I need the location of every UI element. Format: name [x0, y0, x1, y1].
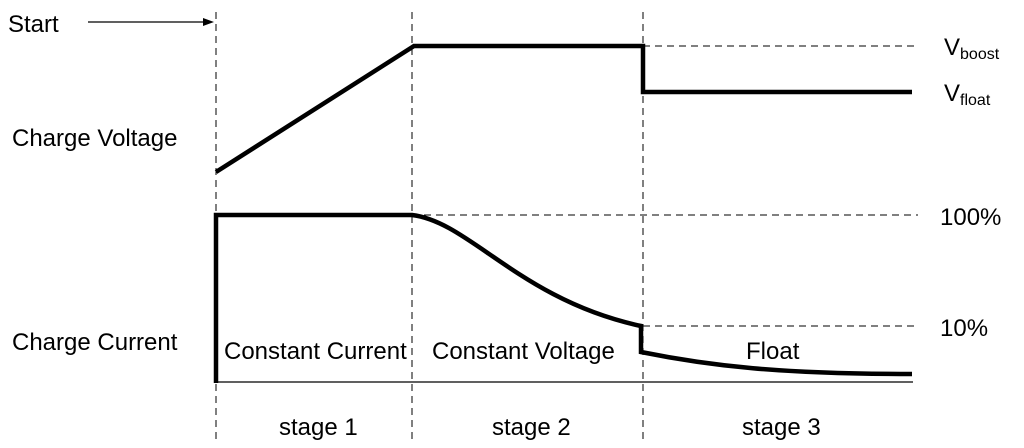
charge-voltage-curve	[214, 43, 912, 174]
stage1-label: stage 1	[279, 414, 358, 441]
charge-current-curve	[213, 212, 913, 383]
v-boost-label: Vboost	[944, 34, 1000, 63]
stage2-label: stage 2	[492, 414, 571, 441]
constant-current-label: Constant Current	[224, 338, 407, 365]
charge-current-label: Charge Current	[12, 329, 178, 356]
start-label: Start	[8, 11, 59, 38]
charge-voltage-label: Charge Voltage	[12, 125, 177, 152]
stage3-label: stage 3	[742, 414, 821, 441]
current-10-label: 10%	[940, 315, 988, 342]
current-100-label: 100%	[940, 204, 1001, 231]
constant-voltage-label: Constant Voltage	[432, 338, 615, 365]
start-arrow-head	[203, 18, 214, 26]
float-label: Float	[746, 338, 800, 365]
v-float-label: Vfloat	[944, 80, 991, 109]
